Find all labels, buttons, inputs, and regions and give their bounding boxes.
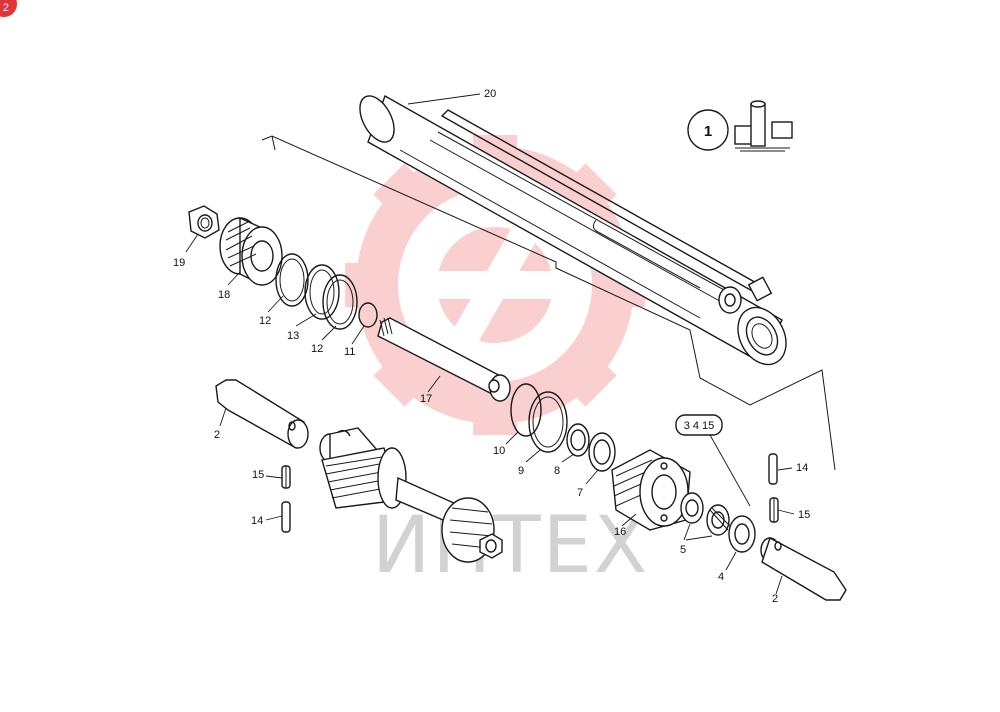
label-18: 18 [218,289,230,301]
rod-end-assembly [319,427,503,563]
svg-text:3 4 15: 3 4 15 [684,420,715,432]
pivot-pin-left [215,379,309,450]
label-7: 7 [577,487,583,499]
wiper-7 [588,432,616,472]
label-11: 11 [344,346,355,358]
roll-pin-15-left [281,465,291,489]
gland [611,449,691,531]
assembly-plate-outline [261,135,836,471]
roll-pin-15-right [769,497,779,523]
label-14b: 14 [796,462,808,474]
label-14a: 14 [251,515,263,527]
piston-rod [377,317,511,402]
label-16: 16 [614,526,626,538]
mounting-bracket-icon [734,100,793,152]
kit-group-callout: 3 4 15 [675,414,751,507]
piston-seal-13 [304,264,340,320]
leader-lines [185,93,795,595]
label-15a: 15 [252,469,264,481]
label-4: 4 [718,571,724,583]
label-2b: 2 [772,593,778,605]
rod-seal-5 [680,492,731,536]
label-15b: 15 [798,509,810,521]
roll-pin-14-left [281,501,291,533]
label-20: 20 [484,88,496,100]
watermark-text: ИНТЕХ [372,501,649,591]
roll-pin-14-right [768,453,778,485]
label-8: 8 [554,465,560,477]
rod-seal-8 [566,423,590,457]
label-13: 13 [287,330,299,342]
label-12a: 12 [259,315,271,327]
label-9: 9 [518,465,524,477]
view-marker: 1 [687,100,793,152]
label-12b: 12 [311,343,323,355]
o-ring-11 [358,302,378,328]
label-2a: 2 [214,429,220,441]
part-labels: 20 19 18 12 13 12 11 17 2 10 9 8 7 15 14… [173,88,810,605]
cylinder-barrel [359,94,787,366]
piston-seal-12a [275,253,309,307]
piston [219,216,283,287]
wear-ring-9 [528,391,568,453]
nut [188,205,220,239]
o-ring-10 [510,383,542,437]
piston-seal-12b [322,274,358,330]
scraper-4 [728,515,756,553]
label-5: 5 [680,544,686,556]
label-19: 19 [173,257,185,269]
label-10: 10 [493,445,505,457]
label-17: 17 [420,393,432,405]
svg-text:1: 1 [704,123,712,140]
pivot-pin-right [760,536,847,601]
corner-badge: 2 [0,0,17,17]
